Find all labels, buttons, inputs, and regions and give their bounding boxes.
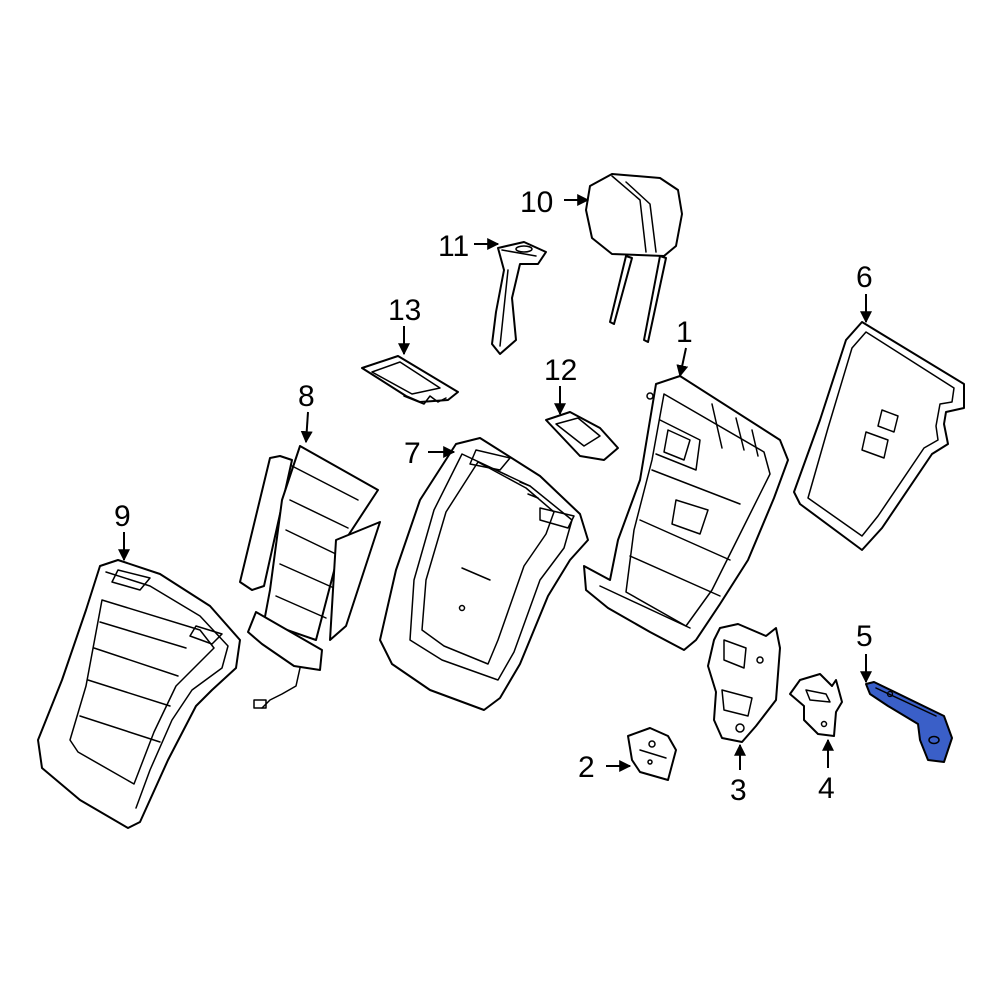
callout-7: 7 xyxy=(404,437,421,470)
callout-13: 13 xyxy=(388,294,421,327)
callout-6: 6 xyxy=(856,261,873,294)
part-6-back-panel[interactable] xyxy=(793,321,965,551)
part-8-pad[interactable] xyxy=(239,445,381,709)
callout-8: 8 xyxy=(298,380,315,413)
leader-lines xyxy=(118,194,872,772)
part-5-bracket-highlighted[interactable] xyxy=(865,681,953,763)
part-10-headrest[interactable] xyxy=(585,173,683,343)
callout-4: 4 xyxy=(818,772,835,805)
part-11-headrest-guide[interactable] xyxy=(491,241,547,355)
callout-labels: 1 2 3 4 5 6 7 8 9 10 11 12 13 xyxy=(114,186,873,807)
part-9-backrest-cover[interactable] xyxy=(37,559,241,829)
callout-11: 11 xyxy=(438,230,469,263)
part-4-cover-bracket[interactable] xyxy=(789,673,843,737)
callout-2: 2 xyxy=(578,751,595,784)
callout-10: 10 xyxy=(520,186,553,219)
callout-9: 9 xyxy=(114,500,131,533)
part-2-small-bracket[interactable] xyxy=(627,727,677,781)
callout-1: 1 xyxy=(676,316,693,349)
part-3-hinge-bracket[interactable] xyxy=(707,623,781,743)
callout-3: 3 xyxy=(730,774,747,807)
callout-5: 5 xyxy=(856,620,873,653)
part-7-backrest-foam[interactable] xyxy=(379,437,589,711)
callout-12: 12 xyxy=(544,354,577,387)
part-1-backrest-frame[interactable] xyxy=(583,375,789,651)
part-13-trim[interactable] xyxy=(361,355,459,405)
part-12-cover[interactable] xyxy=(545,411,619,461)
